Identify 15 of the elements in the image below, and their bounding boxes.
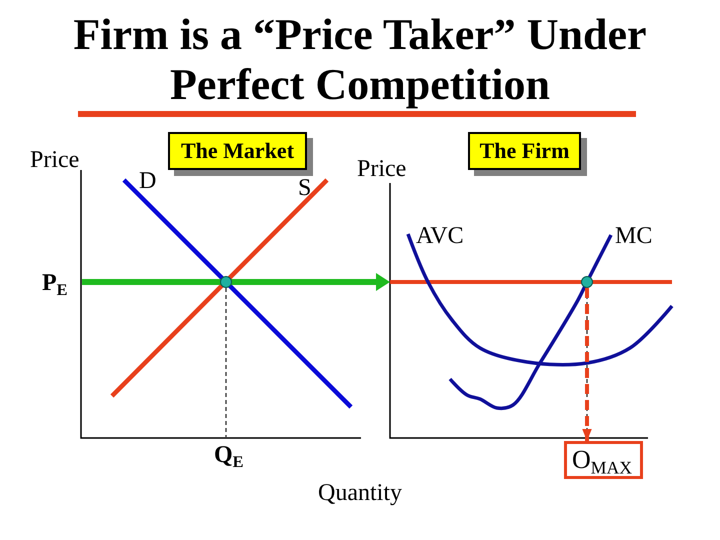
price-label: P$_{E}$	[42, 271, 68, 295]
curve-label: MC	[615, 224, 652, 248]
axis-label: Price	[30, 148, 80, 172]
output-box: O$_{MAX}$	[564, 441, 643, 479]
curve-label: S	[298, 176, 312, 200]
dashed-arrow	[582, 288, 592, 441]
section-tag: The Firm	[468, 132, 581, 170]
section-tag: The Market	[168, 132, 307, 170]
quantity-label: Q$_{E}$	[214, 443, 244, 467]
axis-label: Price	[357, 157, 406, 181]
curve-label: AVC	[416, 224, 464, 248]
slide-title: Firm is a “Price Taker” Under Perfect Competition	[72, 10, 648, 110]
curve-label: D	[139, 169, 156, 193]
point-marker	[581, 276, 593, 288]
axis-label: Quantity	[318, 481, 402, 505]
